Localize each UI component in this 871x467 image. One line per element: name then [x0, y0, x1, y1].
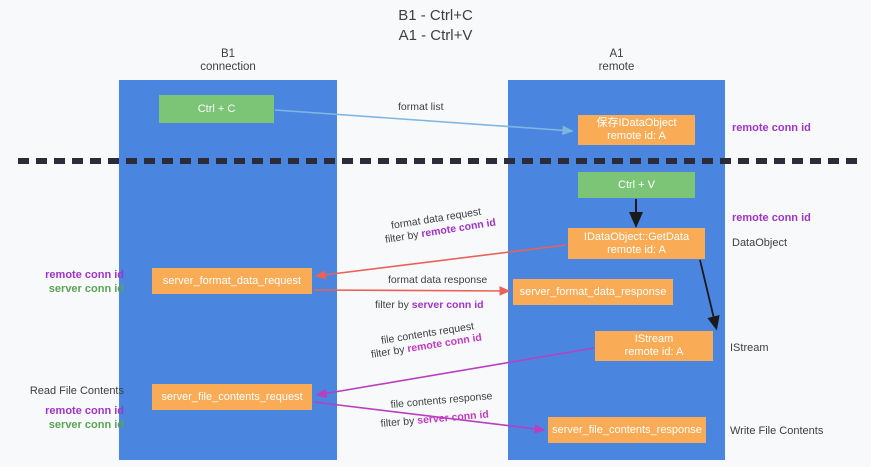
node-save-idataobject-text: 保存IDataObject remote id: A [596, 117, 676, 143]
node-server-format-data-response-label: server_format_data_response [519, 285, 667, 298]
node-istream[interactable]: IStream remote id: A [595, 331, 713, 361]
node-server-format-data-response[interactable]: server_format_data_response [513, 279, 673, 305]
node-server-format-data-request[interactable]: server_format_data_request [152, 268, 312, 294]
edge-label-format-list-text: format list [398, 101, 444, 113]
node-save-idataobject[interactable]: 保存IDataObject remote id: A [578, 115, 695, 145]
lane-b1-role: connection [200, 61, 256, 73]
node-server-file-contents-request-label: server_file_contents_request [161, 390, 303, 403]
filter-prefix: filter by [375, 299, 412, 311]
annotation-right-remote-conn-id-mid: remote conn id [732, 211, 811, 225]
filter-prefix: filter by [370, 343, 409, 361]
node-server-file-contents-request[interactable]: server_file_contents_request [152, 384, 312, 410]
edge-label-format-data-response-filter: filter by server conn id [375, 298, 484, 312]
annotation-left-read-file-contents: Read File Contents remote conn id server… [20, 384, 124, 432]
title-line-2: A1 - Ctrl+V [398, 27, 473, 44]
annotation-remote-conn-id: remote conn id [45, 405, 124, 417]
node-ctrl-v-label: Ctrl + V [618, 178, 655, 191]
annotation-remote-conn-id: remote conn id [45, 269, 124, 281]
node-ctrl-c-label: Ctrl + C [197, 102, 236, 115]
annotation-left-conn-ids-mid: remote conn id server conn id [20, 268, 124, 296]
node-server-file-contents-response[interactable]: server_file_contents_response [548, 417, 706, 443]
annotation-right-istream: IStream [730, 341, 769, 355]
title-line-1: B1 - Ctrl+C [398, 7, 473, 24]
node-idataobject-getdata[interactable]: IDataObject::GetData remote id: A [568, 228, 705, 259]
annotation-istream-label: IStream [730, 342, 769, 354]
node-istream-line-1: IStream [634, 333, 674, 345]
filter-prefix: filter by [384, 228, 423, 246]
annotation-remote-conn-id: remote conn id [732, 212, 811, 224]
annotation-read-file-contents-label: Read File Contents [29, 385, 124, 397]
annotation-write-file-contents-label: Write File Contents [730, 425, 824, 437]
lane-a1-name: A1 [609, 48, 624, 60]
annotation-server-conn-id: server conn id [48, 419, 124, 431]
node-save-idataobject-line-2: remote id: A [607, 130, 666, 142]
node-server-file-contents-response-label: server_file_contents_response [552, 423, 702, 436]
filter-prefix: filter by [380, 414, 418, 430]
node-save-idataobject-line-1: 保存IDataObject [596, 117, 677, 129]
edge-label-format-list: format list [398, 100, 444, 114]
node-idataobject-getdata-line-1: IDataObject::GetData [583, 230, 690, 243]
edge-label-format-data-response-text: format data response [388, 274, 488, 286]
lane-b1-name: B1 [220, 48, 236, 60]
node-server-format-data-request-label: server_format_data_request [162, 274, 302, 287]
annotation-server-conn-id: server conn id [48, 283, 124, 295]
node-ctrl-v[interactable]: Ctrl + V [578, 172, 695, 198]
annotation-dataobject-label: DataObject [732, 237, 788, 249]
node-idataobject-getdata-text: IDataObject::GetData remote id: A [584, 231, 689, 257]
lane-a1-role: remote [598, 61, 635, 73]
annotation-right-write-file-contents: Write File Contents [730, 424, 823, 438]
filter-key-server-conn-id: server conn id [416, 408, 490, 427]
edge-label-format-data-response: format data response [388, 273, 487, 287]
filter-key-server-conn-id: server conn id [411, 299, 484, 311]
annotation-right-dataobject: DataObject [732, 236, 787, 250]
lane-header-b1: B1 connection [119, 48, 337, 74]
annotation-right-remote-conn-id-top: remote conn id [732, 121, 811, 135]
lane-header-a1: A1 remote [508, 48, 725, 74]
annotation-remote-conn-id: remote conn id [732, 122, 811, 134]
node-ctrl-c[interactable]: Ctrl + C [159, 95, 274, 123]
node-istream-line-2: remote id: A [624, 346, 684, 358]
node-istream-text: IStream remote id: A [625, 333, 684, 359]
node-idataobject-getdata-line-2: remote id: A [607, 243, 666, 256]
diagram-title: B1 - Ctrl+C A1 - Ctrl+V [0, 6, 871, 46]
